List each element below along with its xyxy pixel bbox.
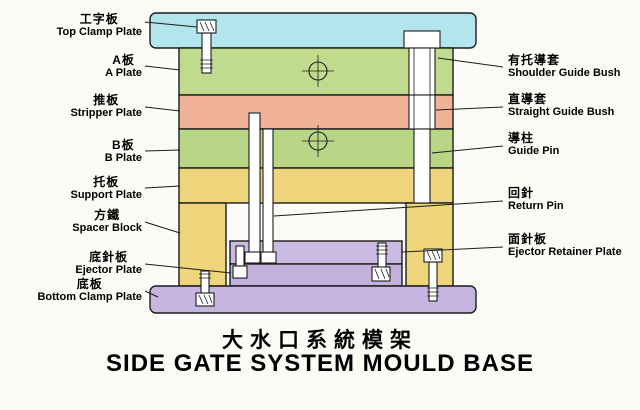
label-zh: 導柱 [508, 131, 535, 145]
ejector-plate-screw-left [232, 245, 248, 279]
screw-shaft [200, 270, 210, 296]
screw-head [195, 292, 215, 307]
label-zh: 推板 [93, 93, 120, 107]
leader-ejector-plate [144, 263, 232, 274]
label-ejector-plate: 底針板 Ejector Plate [75, 250, 142, 277]
label-zh: 方鐵 [94, 208, 121, 222]
label-en: A Plate [105, 67, 142, 80]
screw-threads [427, 287, 439, 297]
return-pin-assembly [244, 112, 277, 264]
title-chinese: 大水口系統模架 [222, 329, 418, 352]
top-cap-screw [196, 19, 217, 74]
leader-bottom-clamp-plate [144, 290, 159, 298]
label-en: Ejector Retainer Plate [508, 246, 622, 259]
label-zh: 底板 [76, 277, 103, 291]
leader-stripper-plate [144, 106, 181, 112]
label-straight-guide-bush: 直導套 Straight Guide Bush [508, 92, 614, 119]
label-en: Support Plate [70, 189, 142, 202]
return-pin-head [244, 251, 261, 264]
screw-shaft [377, 242, 387, 269]
label-shoulder-guide-bush: 有托導套 Shoulder Guide Bush [508, 53, 620, 80]
label-bottom-clamp-plate: 底板 Bottom Clamp Plate [37, 277, 142, 304]
label-return-pin: 回針 Return Pin [508, 186, 564, 213]
ejector-pin-shape [262, 128, 274, 255]
label-en: Shoulder Guide Bush [508, 67, 621, 80]
label-en: Return Pin [508, 200, 564, 213]
leader-guide-pin [431, 145, 504, 154]
guide-pin-shape [413, 128, 431, 204]
screw-shaft [428, 261, 438, 302]
label-en: Stripper Plate [70, 107, 142, 120]
spacer-screw-right [423, 248, 443, 302]
leader-support-plate [144, 185, 181, 189]
leader-lines [144, 21, 504, 298]
leader-straight-guide-bush [435, 106, 504, 111]
straight-guide-bush-shape [408, 94, 436, 130]
label-support-plate: 托板 Support Plate [70, 175, 142, 202]
leader-b-plate [144, 149, 181, 152]
label-en: Guide Pin [508, 145, 560, 158]
screw-hole-marker [302, 55, 334, 87]
screw-head-hatch [426, 250, 441, 261]
label-a-plate: A板 A Plate [105, 53, 142, 80]
screw-head [371, 266, 391, 282]
screw-threads [199, 273, 211, 279]
label-top-clamp-plate: 工字板 Top Clamp Plate [57, 12, 142, 39]
return-pin-shape [248, 112, 261, 255]
label-stripper-plate: 推板 Stripper Plate [70, 93, 142, 120]
screw-head-hatch [374, 268, 390, 280]
shoulder-guide-bush-body [408, 47, 436, 96]
label-en: Bottom Clamp Plate [37, 291, 142, 304]
label-zh: 托板 [93, 175, 120, 189]
label-zh: B板 [112, 138, 135, 152]
label-guide-pin: 導柱 Guide Pin [508, 131, 559, 158]
b-plate-shape [178, 128, 454, 169]
label-zh: 直導套 [508, 92, 548, 106]
label-zh: 有托導套 [508, 53, 561, 67]
a-plate-shape [178, 47, 454, 96]
screw-threads [376, 245, 388, 255]
title-english: SIDE GATE SYSTEM MOULD BASE [106, 350, 534, 377]
screw-head-hatch [199, 21, 215, 32]
label-ejector-retainer-plate: 面針板 Ejector Retainer Plate [508, 232, 622, 259]
label-en: Ejector Plate [75, 264, 142, 277]
support-plate-shape [178, 167, 454, 204]
leader-ejector-retainer-plate [401, 246, 504, 253]
leader-top-clamp-plate [144, 21, 198, 28]
stripper-plate-shape [178, 94, 454, 130]
guide-pin-assembly [403, 30, 441, 204]
bottom-clamp-plate-shape [149, 285, 477, 314]
label-spacer-block: 方鐵 Spacer Block [72, 208, 142, 235]
label-zh: 面針板 [508, 232, 548, 246]
leader-shoulder-guide-bush [437, 57, 504, 68]
screw-threads [200, 59, 213, 69]
label-en: Straight Guide Bush [508, 106, 615, 119]
leader-spacer-block [144, 221, 181, 234]
leader-a-plate [144, 65, 181, 71]
bottom-clamp-screw [195, 270, 215, 307]
label-en: B Plate [104, 152, 142, 165]
label-zh: 底針板 [89, 250, 129, 264]
ejector-plate-screw [371, 242, 391, 282]
screw-head [232, 265, 248, 279]
label-zh: 回針 [508, 186, 535, 200]
label-zh: 工字板 [79, 12, 119, 26]
label-b-plate: B板 B Plate [105, 138, 142, 165]
label-en: Top Clamp Plate [56, 26, 142, 39]
leader-return-pin [273, 200, 504, 217]
screw-head-hatch [198, 294, 213, 305]
ejector-pin-head [260, 251, 277, 264]
label-en: Spacer Block [72, 222, 142, 235]
screw-shaft [235, 245, 245, 267]
shoulder-guide-bush-flange [403, 30, 441, 49]
screw-head [196, 19, 217, 34]
screw-shaft [201, 32, 212, 74]
screw-hole-marker [302, 125, 334, 157]
label-zh: A板 [112, 53, 135, 67]
